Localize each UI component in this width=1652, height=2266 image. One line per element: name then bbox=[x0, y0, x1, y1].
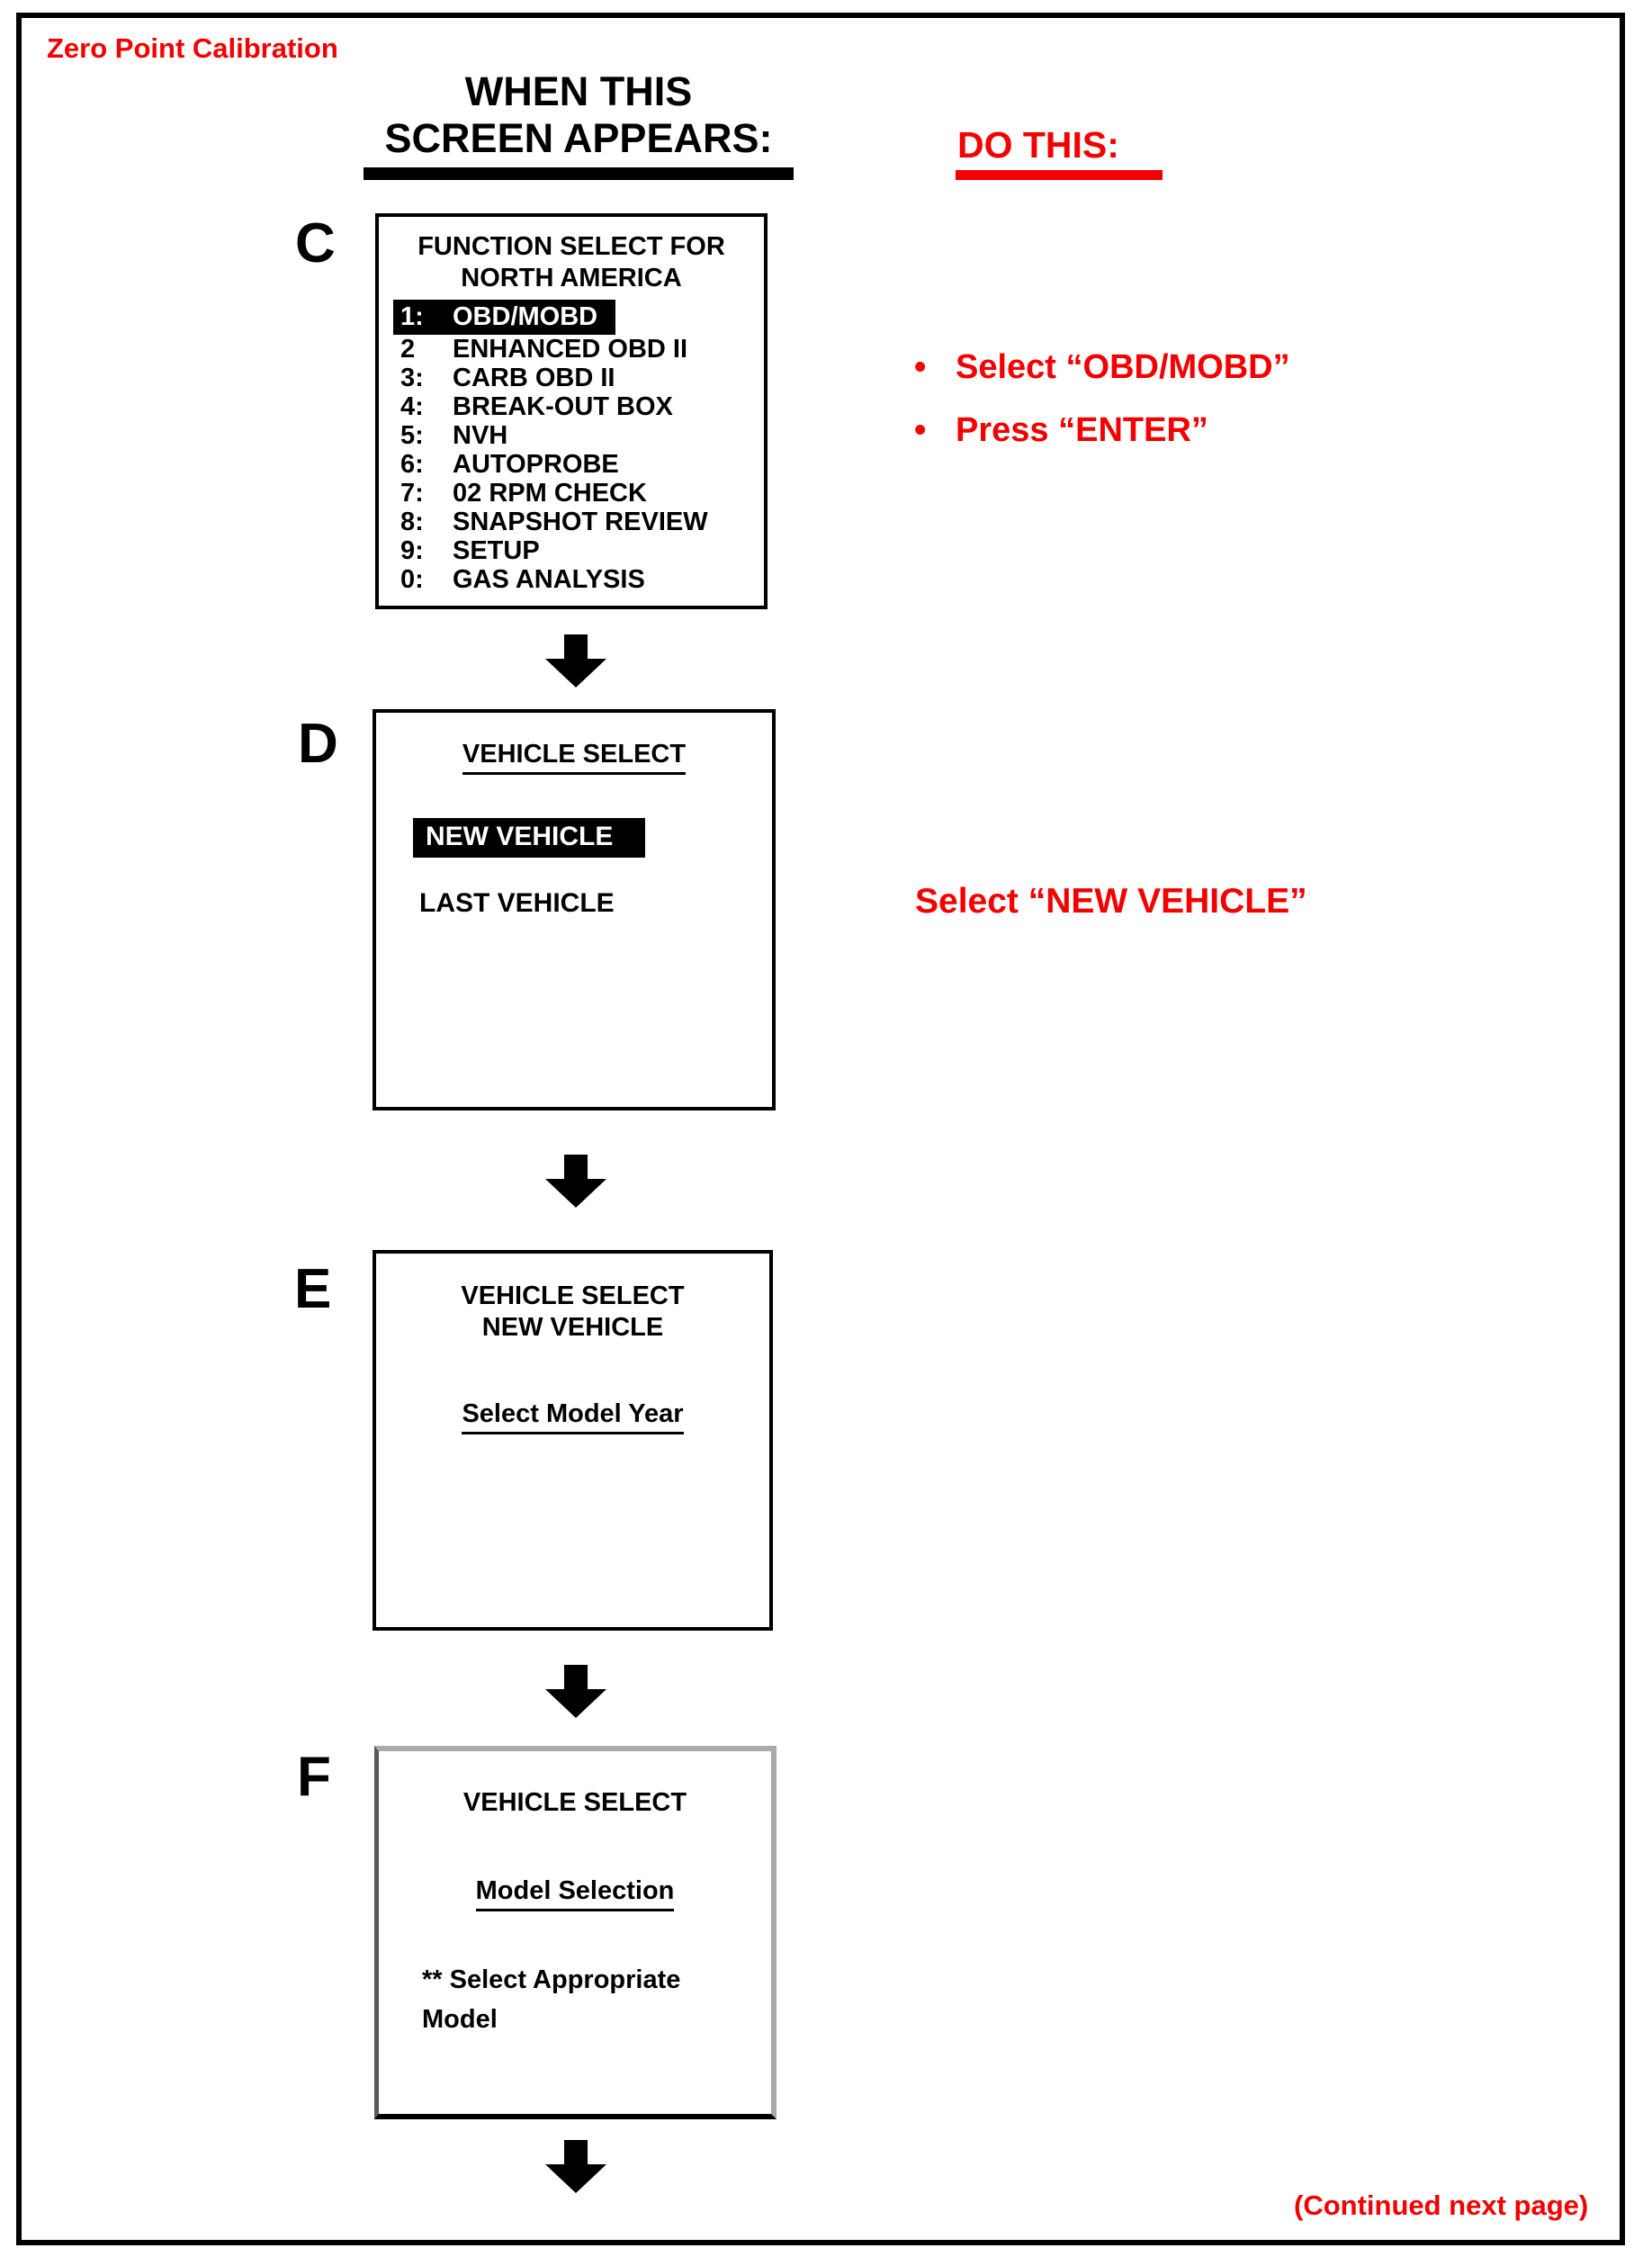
when-header-line2: SCREEN APPEARS: bbox=[384, 115, 773, 161]
screen-f-title: VEHICLE SELECT bbox=[462, 1788, 687, 1817]
menu-item-label: 02 RPM CHECK bbox=[453, 479, 647, 508]
screen-c-title-line2: NORTH AMERICA bbox=[461, 264, 682, 292]
menu-item-label: SNAPSHOT REVIEW bbox=[453, 508, 708, 536]
menu-item-enhanced-obd: 2 ENHANCED OBD II bbox=[400, 335, 764, 364]
menu-item-label: SETUP bbox=[453, 536, 540, 565]
menu-item-break-out-box: 4: BREAK-OUT BOX bbox=[400, 392, 764, 421]
instruction-select-obd-mobd: • Select “OBD/MOBD” bbox=[914, 347, 1290, 387]
screen-d-title-wrap: VEHICLE SELECT bbox=[376, 740, 772, 775]
arrow-head bbox=[545, 1179, 606, 1208]
menu-item-snapshot-review: 8: SNAPSHOT REVIEW bbox=[400, 508, 764, 536]
screen-f-prompt: Model Selection bbox=[475, 1876, 675, 1911]
arrow-stem bbox=[564, 2140, 588, 2164]
menu-item-number: 1: bbox=[400, 302, 424, 331]
screen-d-title: VEHICLE SELECT bbox=[462, 740, 687, 775]
menu-item-label: AUTOPROBE bbox=[453, 450, 619, 479]
when-header-underline bbox=[364, 167, 794, 180]
arrow-stem bbox=[564, 1665, 588, 1689]
when-header-line1: WHEN THIS bbox=[464, 68, 693, 114]
screen-e-title-line2: NEW VEHICLE bbox=[481, 1313, 664, 1342]
instruction-press-enter: • Press “ENTER” bbox=[914, 410, 1290, 450]
menu-item-label: NVH bbox=[453, 421, 508, 450]
column-header-when: WHEN THIS SCREEN APPEARS: bbox=[364, 68, 794, 162]
menu-item-label: CARB OBD II bbox=[453, 364, 615, 392]
menu-item-o2-rpm-check: 7: 02 RPM CHECK bbox=[400, 479, 764, 508]
step-label-c: C bbox=[295, 212, 336, 274]
arrow-head bbox=[545, 1689, 606, 1718]
menu-item-obd-mobd-selected: 1: OBD/MOBD bbox=[393, 300, 616, 335]
menu-item-gas-analysis: 0: GAS ANALYSIS bbox=[400, 565, 764, 594]
instruction-text: Press “ENTER” bbox=[956, 411, 1208, 449]
arrow-stem bbox=[564, 1155, 588, 1179]
menu-item-label: BREAK-OUT BOX bbox=[453, 392, 673, 421]
menu-item-label: ENHANCED OBD II bbox=[453, 335, 688, 364]
arrow-head bbox=[545, 2164, 606, 2193]
menu-item-number: 2 bbox=[400, 335, 416, 364]
menu-item-nvh: 5: NVH bbox=[400, 421, 764, 450]
down-arrow-icon bbox=[545, 2140, 606, 2193]
screen-d: VEHICLE SELECT NEW VEHICLE LAST VEHICLE bbox=[373, 709, 776, 1111]
down-arrow-icon bbox=[545, 634, 606, 688]
screen-f: VEHICLE SELECT Model Selection ** Select… bbox=[374, 1746, 777, 2119]
step-label-e: E bbox=[294, 1258, 332, 1320]
page-title: Zero Point Calibration bbox=[47, 32, 338, 64]
menu-item-number: 5: bbox=[400, 421, 424, 450]
screen-e-prompt: Select Model Year bbox=[462, 1399, 684, 1434]
menu-item-number: 4: bbox=[400, 392, 424, 421]
arrow-stem bbox=[564, 634, 588, 659]
screen-c: FUNCTION SELECT FOR NORTH AMERICA 1: OBD/… bbox=[375, 213, 768, 609]
step-label-d: D bbox=[298, 713, 338, 775]
bullet-icon: • bbox=[914, 411, 927, 449]
page-border bbox=[16, 13, 1625, 2245]
menu-item-carb-obd: 3: CARB OBD II bbox=[400, 364, 764, 392]
menu-item-new-vehicle-selected: NEW VEHICLE bbox=[413, 818, 646, 858]
menu-item-number: 6: bbox=[400, 450, 424, 479]
step-label-f: F bbox=[297, 1746, 331, 1808]
arrow-head bbox=[545, 659, 606, 688]
screen-c-menu: 1: OBD/MOBD 2 ENHANCED OBD II 3: CARB OBD I… bbox=[379, 300, 764, 594]
menu-item-number: 9: bbox=[400, 536, 424, 565]
screen-f-note: ** Select Appropriate Model bbox=[422, 1965, 681, 2034]
screen-f-prompt-wrap: Model Selection bbox=[379, 1876, 771, 1911]
continued-note: (Continued next page) bbox=[1294, 2190, 1589, 2221]
menu-item-number: 7: bbox=[400, 479, 424, 508]
menu-item-autoprobe: 6: AUTOPROBE bbox=[400, 450, 764, 479]
do-header-underline bbox=[956, 170, 1163, 180]
down-arrow-icon bbox=[545, 1665, 606, 1718]
instructions-step-c: • Select “OBD/MOBD” • Press “ENTER” bbox=[914, 347, 1290, 473]
menu-item-number: 3: bbox=[400, 364, 424, 392]
down-arrow-icon bbox=[545, 1155, 606, 1208]
menu-item-last-vehicle: LAST VEHICLE bbox=[419, 888, 615, 918]
screen-e: VEHICLE SELECT NEW VEHICLE Select Model … bbox=[373, 1250, 773, 1631]
screen-e-prompt-wrap: Select Model Year bbox=[376, 1399, 769, 1434]
column-header-do: DO THIS: bbox=[957, 124, 1119, 166]
menu-item-number: 0: bbox=[400, 565, 424, 594]
menu-item-label: OBD/MOBD bbox=[453, 302, 598, 331]
menu-item-number: 8: bbox=[400, 508, 424, 536]
instruction-select-new-vehicle: Select “NEW VEHICLE” bbox=[915, 882, 1307, 921]
menu-item-label: GAS ANALYSIS bbox=[453, 565, 645, 594]
instruction-text: Select “OBD/MOBD” bbox=[956, 348, 1290, 386]
bullet-icon: • bbox=[914, 348, 927, 386]
screen-c-title-line1: FUNCTION SELECT FOR bbox=[417, 232, 725, 261]
screen-e-title-line1: VEHICLE SELECT bbox=[461, 1281, 685, 1310]
menu-item-setup: 9: SETUP bbox=[400, 536, 764, 565]
